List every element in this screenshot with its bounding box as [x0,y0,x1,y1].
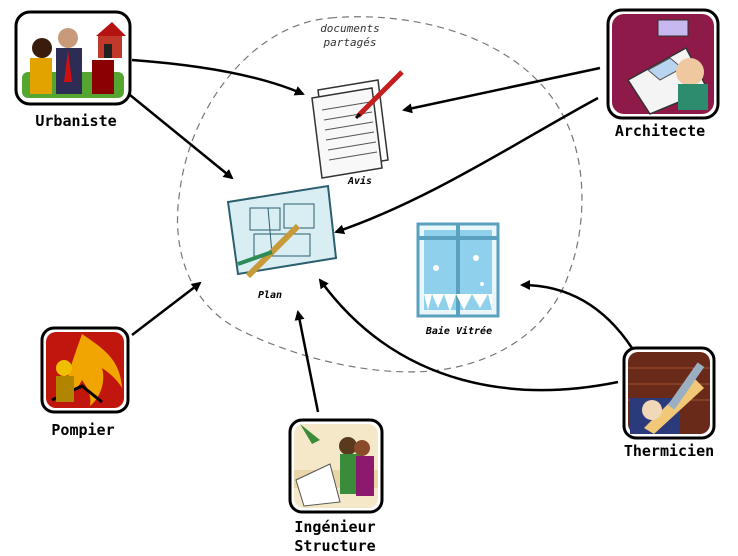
architecte-label: Architecte [614,122,706,140]
plan-label: Plan [257,290,283,301]
architecte-icon [606,8,720,120]
arrow-architecte-avis [402,66,601,114]
baie-vitree-label: Baie Vitrée [425,326,493,337]
urbaniste-icon [14,10,132,106]
thermicien-icon [622,346,716,440]
shared-zone-title-line2: partagés [323,36,377,49]
arrow-ingenieur-plan [294,310,320,413]
avis-label: Avis [347,176,373,187]
shared-zone-title-line1: documents [320,22,380,35]
shared-zone-outline [176,16,583,373]
pompier-icon [40,326,130,414]
avis-document-icon [311,70,404,179]
arrow-thermicien-plan [318,278,619,392]
ingenieur-label-line2: Structure [294,537,376,555]
urbaniste-label: Urbaniste [35,112,117,130]
ingenieur-structure-icon [288,418,384,514]
plan-document-icon [226,184,338,279]
baie-vitree-icon [416,222,500,318]
arrow-architecte-plan [334,96,599,235]
arrow-thermicien-baie [520,280,634,349]
ingenieur-structure-label: Ingénieur Structure [260,518,410,556]
arrow-pompier-plan [131,281,202,336]
arrow-urbaniste-avis [131,58,305,96]
thermicien-label: Thermicien [623,442,715,460]
pompier-label: Pompier [51,421,115,439]
ingenieur-label-line1: Ingénieur [294,518,376,536]
shared-zone-title: documents partagés [300,22,400,50]
arrow-urbaniste-plan [129,94,234,180]
